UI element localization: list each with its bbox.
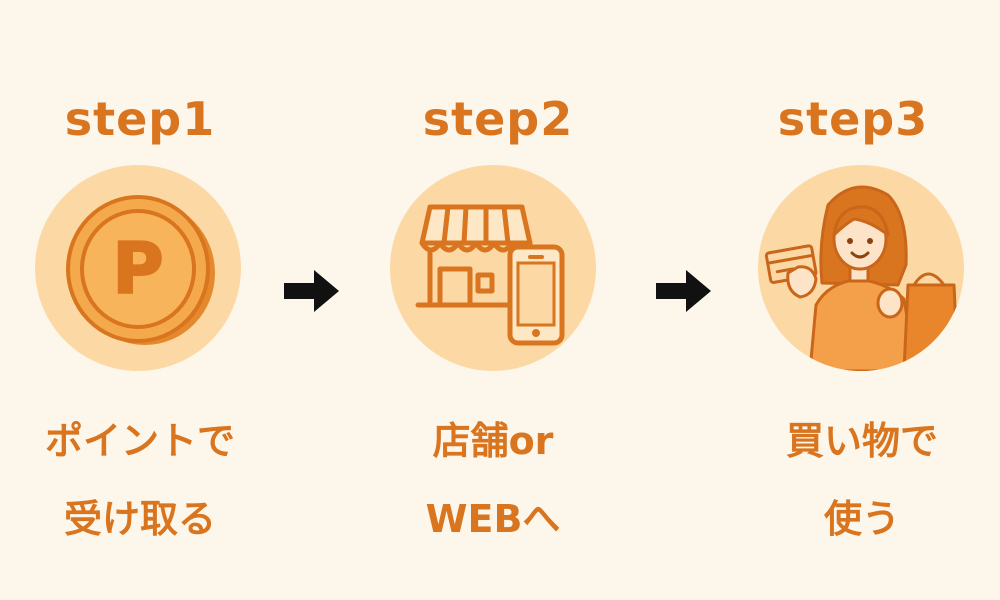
step-3-caption: 買い物で 使う — [722, 402, 1000, 558]
step-3-caption-line-2: 使う — [823, 497, 900, 541]
step-2-caption: 店舗or WEBへ — [353, 402, 633, 558]
woman-shopping-with-card-icon — [764, 185, 960, 371]
step-1-title: step1 — [64, 92, 216, 146]
step-2-caption-line-2: WEBへ — [425, 497, 561, 541]
store-and-smartphone-icon — [415, 204, 565, 346]
step-3-title: step3 — [777, 92, 929, 146]
point-coin-icon: P — [66, 195, 215, 345]
step-2-title: step2 — [422, 92, 574, 146]
coin-letter: P — [112, 228, 163, 310]
right-arrow-icon — [284, 270, 339, 312]
step-1-caption: ポイントで 受け取る — [0, 402, 280, 558]
step-3-circle — [758, 165, 964, 371]
step-2-circle — [390, 165, 596, 371]
step-3-caption-line-1: 買い物で — [785, 419, 938, 463]
step-1-caption-line-2: 受け取る — [63, 497, 216, 541]
right-arrow-icon — [656, 270, 711, 312]
step-2-caption-line-1: 店舗or — [432, 419, 554, 463]
step-1-caption-line-1: ポイントで — [44, 419, 235, 463]
step-1-circle: P — [35, 165, 241, 371]
